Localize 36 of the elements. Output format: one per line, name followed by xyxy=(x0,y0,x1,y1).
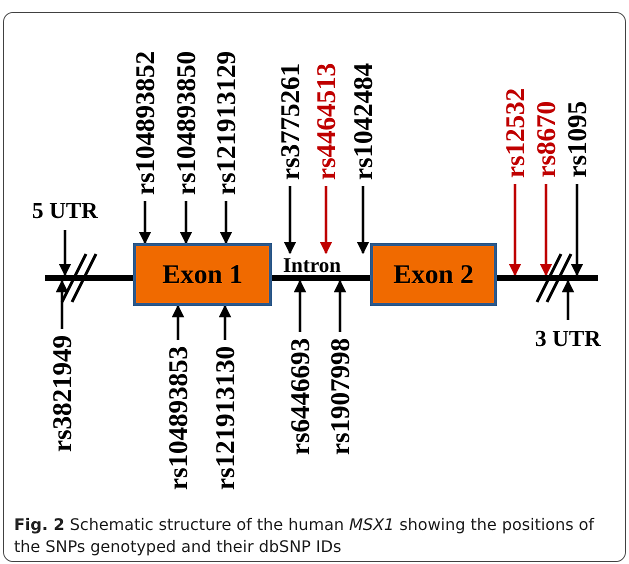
utr-label: 3 UTR xyxy=(535,326,601,352)
snp-id: rs121913130 xyxy=(210,346,240,490)
arrow xyxy=(334,280,346,332)
snp-id: rs1095 xyxy=(562,101,592,178)
snp-id: rs1042484 xyxy=(348,63,378,180)
snp-id: rs104893853 xyxy=(163,346,193,490)
arrow xyxy=(284,186,296,254)
exon-box: Exon 1 xyxy=(133,243,272,306)
arrow xyxy=(570,184,584,276)
arrow xyxy=(508,184,522,276)
arrow xyxy=(58,230,72,276)
snp-id: rs12532 xyxy=(500,88,530,178)
arrow xyxy=(294,280,306,332)
snp-id: rs3821949 xyxy=(47,335,77,452)
arrow xyxy=(218,304,232,340)
arrow xyxy=(356,186,370,254)
arrow xyxy=(540,184,552,276)
figure-caption: Fig. 2 Schematic structure of the human MSX1 showing the positions of the SNPs genotyped and their dbSNP IDs xyxy=(14,514,596,558)
arrow xyxy=(56,280,68,329)
arrow xyxy=(320,186,332,254)
arrow xyxy=(138,201,152,244)
snp-id: rs104893850 xyxy=(171,51,201,195)
arrow xyxy=(220,201,232,244)
snp-id: rs4464513 xyxy=(311,63,341,180)
snp-id: rs8670 xyxy=(531,101,561,178)
snp-id: rs104893852 xyxy=(130,51,160,195)
arrow xyxy=(562,280,574,320)
region-label: Intron xyxy=(283,253,341,277)
snp-id: rs3775261 xyxy=(275,63,305,180)
exon-box: Exon 2 xyxy=(370,243,497,306)
snp-id: rs1907998 xyxy=(325,338,355,455)
arrow xyxy=(180,201,192,244)
snp-id: rs121913129 xyxy=(211,51,241,195)
arrow xyxy=(172,304,184,340)
utr-label: 5 UTR xyxy=(32,198,98,224)
snp-id: rs6446693 xyxy=(285,338,315,455)
